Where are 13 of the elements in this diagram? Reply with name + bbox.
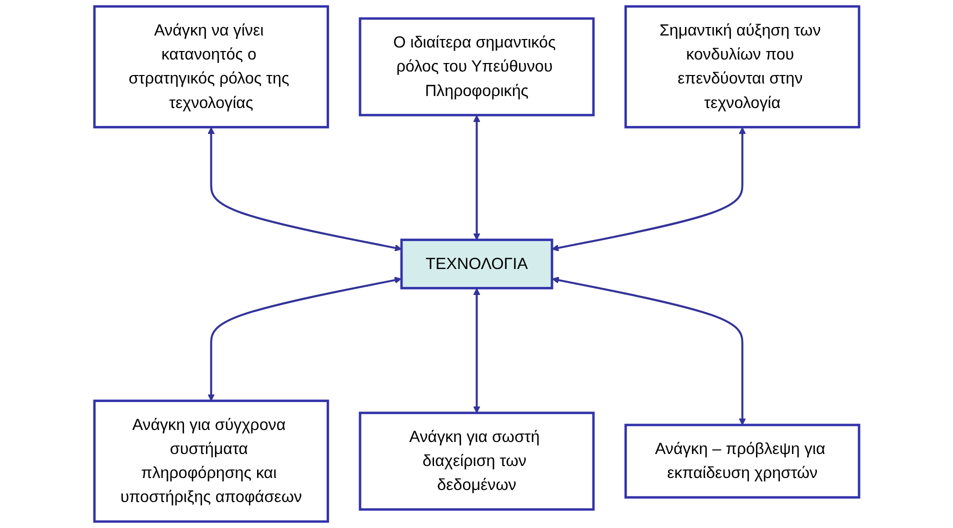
node-box: Ανάγκη για σύγχρονα συστήματα πληροφόρησης και υποστήριξης αποφάσεων (92, 400, 329, 523)
node-box: Ανάγκη για σωστή διαχείριση των δεδομένων (358, 412, 594, 511)
arrow (552, 276, 746, 426)
arrow (551, 127, 746, 252)
node-box: ΤΕΧΝΟΛΟΓΙΑ (400, 238, 553, 290)
node-box: Ανάγκη να γίνει κατανοητός ο στρατηγικός ρόλος της τεχνολογίας (92, 5, 329, 128)
arrow (472, 115, 480, 240)
arrow (472, 288, 480, 414)
node-box: Σημαντική αύξηση των κονδυλίων που επενδύονται στην τεχνολογία (624, 5, 860, 128)
node-box: Ο ιδιαίτερα σημαντικός ρόλος του Υπεύθυνου Πληροφορικής (358, 17, 594, 116)
arrow (207, 276, 402, 402)
node-box: Ανάγκη – πρόβλεψη για εκπαίδευση χρηστών (624, 424, 860, 499)
arrow (207, 127, 402, 252)
